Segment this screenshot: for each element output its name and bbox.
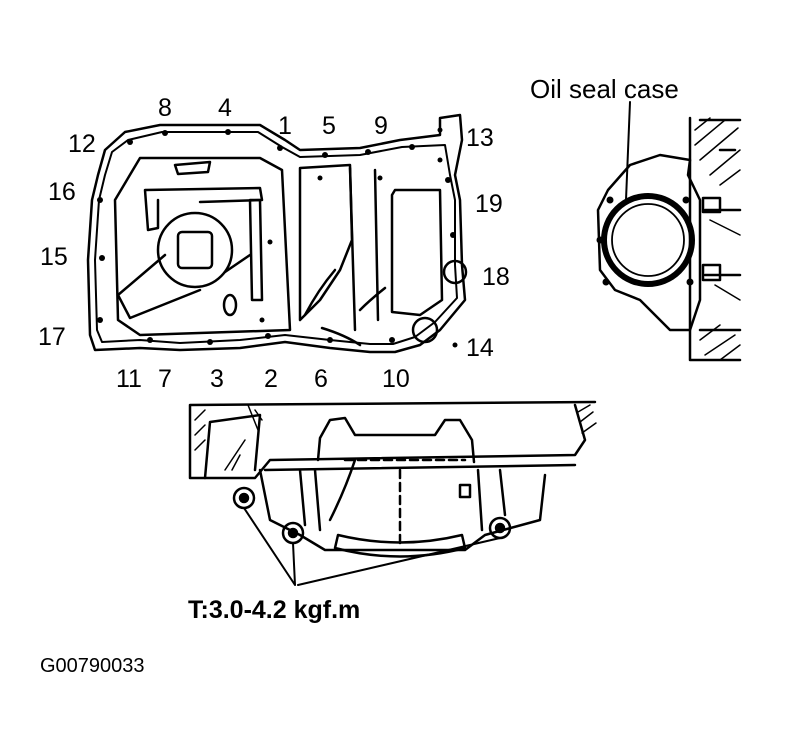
seal-ring-inner [611,203,685,277]
side-flange-inner [203,413,577,480]
callout-3: 3 [210,365,224,393]
torque-bolt-center-core [287,527,299,539]
bolt-holes [97,127,458,348]
pan-lower-arc [333,533,467,558]
callout-17: 17 [38,323,66,351]
callout-12: 12 [68,130,96,158]
callout-16: 16 [48,178,76,206]
oil-line-1 [303,268,337,317]
pan-body [258,468,547,552]
bolt-18-boss [442,259,468,285]
torque-leader-lines [243,507,501,586]
pan-plug [458,483,472,499]
center-rib [143,186,264,232]
oil-pan-side-view [188,400,597,586]
pan-pipe [328,458,357,522]
callout-5: 5 [322,112,336,140]
oil-pan-inner-wall [113,156,292,337]
oil-pan-top-view [86,113,468,354]
callout-9: 9 [374,112,388,140]
callout-15: 15 [40,243,68,271]
callout-13: 13 [466,124,494,152]
strainer-pickup [116,253,252,320]
callout-8: 8 [158,94,172,122]
oil-pan-outer-outline [86,113,467,354]
strainer-circle [156,211,234,289]
callout-2: 2 [264,365,278,393]
block-bolt-bosses [701,196,722,282]
gasket-bead [94,131,458,345]
sump-well [298,163,354,322]
oil-seal-case-label: Oil seal case [530,74,679,104]
engine-block-section [688,116,742,362]
callout-11: 11 [116,365,142,393]
pan-inner-ridge [298,468,507,532]
sump-right-chamber [390,188,444,317]
seal-case-bolts [596,196,694,286]
block-hatching [694,117,741,361]
oil-line-3 [320,326,362,347]
right-rib [248,198,264,302]
figure-code: G00790033 [40,655,145,677]
side-hatching-left [194,404,263,471]
torque-bolt-left-core [238,492,250,504]
seal-ring-outer [601,193,695,287]
torque-spec-label: T:3.0-4.2 kgf.m [188,596,361,624]
torque-bolt-right-core [494,522,506,534]
oil-line-2 [358,286,387,312]
callout-7: 7 [158,365,172,393]
bolt-14-boss [411,316,439,344]
pan-baffle [316,416,476,464]
divider-wall [348,166,357,332]
oil-seal-case-view [596,101,742,362]
callout-4: 4 [218,94,232,122]
side-flange-top [188,400,597,480]
callout-14: 14 [466,334,494,362]
pan-dashed-line [343,458,467,547]
seal-case-leader [625,101,631,201]
drain-hole [222,293,238,317]
callout-18: 18 [482,263,510,291]
callout-1: 1 [278,112,292,140]
callout-19: 19 [475,190,503,218]
callout-6: 6 [314,365,328,393]
callout-10: 10 [382,365,410,393]
top-slot [173,160,212,176]
strainer-inlet [176,230,214,270]
side-hatching-right [577,404,597,434]
